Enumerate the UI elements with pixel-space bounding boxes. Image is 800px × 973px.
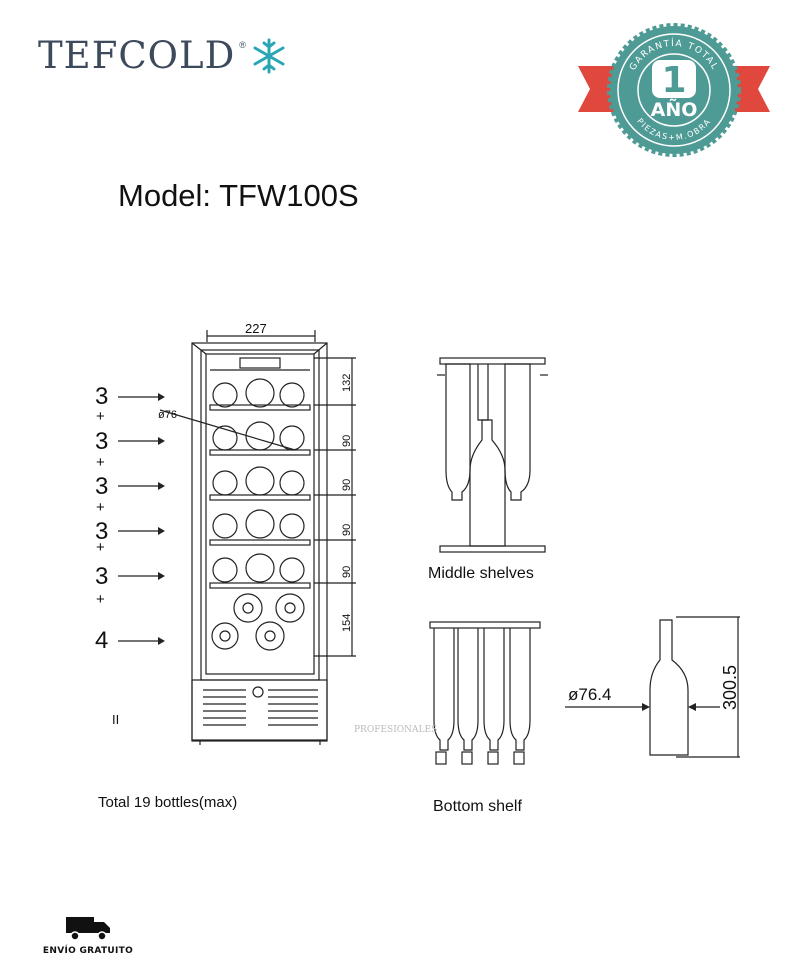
plus-2: +	[96, 454, 105, 471]
shelf-count-6: 4	[95, 627, 108, 654]
cabinet-outline	[191, 342, 328, 742]
vent-grille-left	[203, 689, 246, 726]
registered-mark: ®	[239, 40, 246, 50]
middle-shelves-drawing	[437, 357, 548, 553]
brand-name: TEFCOLD	[38, 34, 236, 77]
height-label-1: 132	[341, 374, 353, 392]
bottle-diameter-value: ø76.4	[568, 685, 611, 704]
ribbon-right	[732, 66, 770, 112]
shelf-count-2: 3	[95, 428, 108, 455]
bottle-diameter-label: ø76	[158, 409, 177, 421]
truck-icon	[66, 917, 110, 941]
width-label: 227	[245, 321, 267, 336]
shelf-count-5: 3	[95, 563, 108, 590]
model-title: Model: TFW100S	[118, 178, 359, 213]
shelf-count-1: 3	[95, 383, 108, 410]
bottle-dimension-drawing	[565, 616, 740, 758]
height-label-6: 154	[341, 614, 353, 632]
plus-1: +	[96, 408, 105, 425]
plus-5: +	[96, 591, 105, 608]
bottle-height-value: 300.5	[720, 665, 740, 710]
shipping-info: ENVÍO GRATUITO	[38, 915, 138, 956]
brand-logo: TEFCOLD ®	[38, 34, 288, 77]
middle-shelves-label: Middle shelves	[428, 565, 534, 582]
shipping-text: ENVÍO GRATUITO	[42, 946, 134, 956]
height-dimensions	[314, 357, 356, 657]
watermark: PROFESIONALES	[354, 725, 437, 735]
badge-number: 1	[661, 60, 686, 101]
bottle-ends	[211, 378, 305, 651]
shelf-arrows	[118, 396, 158, 642]
ribbon-left	[578, 66, 616, 112]
vent-grille-right	[268, 689, 318, 726]
height-label-3: 90	[341, 479, 353, 491]
shelf-count-3: 3	[95, 473, 108, 500]
shelf-count-4: 3	[95, 518, 108, 545]
plus-4: +	[96, 539, 105, 556]
plus-3: +	[96, 499, 105, 516]
pause-mark: II	[112, 712, 119, 727]
height-label-5: 90	[341, 566, 353, 578]
height-label-4: 90	[341, 524, 353, 536]
bottom-shelf-label: Bottom shelf	[433, 798, 522, 815]
snowflake-icon	[253, 38, 285, 73]
total-bottles-label: Total 19 bottles(max)	[98, 794, 237, 811]
badge-word: AÑO	[651, 97, 698, 121]
height-label-2: 90	[341, 435, 353, 447]
warranty-badge: GARANTÍA TOTAL PIEZAS+M.OBRA 1 AÑO	[578, 23, 770, 157]
bottom-shelf-drawing	[429, 621, 541, 765]
